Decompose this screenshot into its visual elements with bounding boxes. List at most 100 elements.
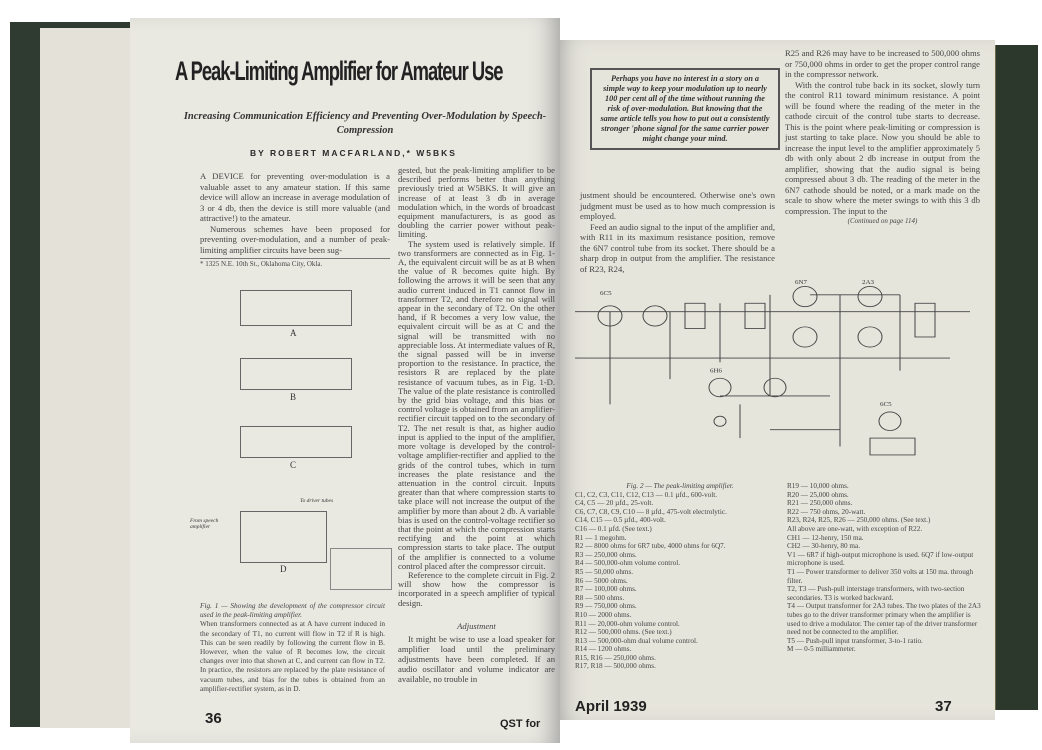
fig2-caption: Fig. 2 — The peak-limiting amplifier. [626,482,734,490]
transformer-t4 [914,302,936,338]
tube-2a3-b [857,326,883,348]
tube-label: 6H6 [710,368,723,374]
fig1-caption-block: Fig. 1 — Showing the development of the … [200,601,385,693]
article-subtitle: Increasing Communication Efficiency and … [183,111,547,136]
part: R20 — 25,000 ohms. [787,490,849,499]
fig-label: D [280,564,287,574]
part: R14 — 1200 ohms. [575,645,632,654]
paragraph: With the control tube back in its socket… [785,79,980,216]
parts-list-left: Fig. 2 — The peak-limiting amplifier. C1… [575,482,785,671]
page-number: 37 [935,698,952,715]
part: R13 — 500,000-ohm dual volume control. [575,636,698,645]
footnote: * 1325 N.E. 10th St., Oklahoma City, Okl… [200,258,390,270]
paragraph: gested, but the peak-limiting amplifier … [398,165,555,240]
tube-label: 2A3 [862,279,874,285]
column-1: justment should be encountered. Otherwis… [580,190,775,274]
schematic-fig2: 6C5 6N7 2A3 6H6 6C5 [575,279,970,456]
column-1: A DEVICE for preventing over-modulation … [200,171,390,270]
part: R10 — 2000 ohms. [575,610,632,619]
paragraph: The system used is relatively simple. If… [398,238,555,571]
part: R4 — 500,000-ohm volume control. [575,559,681,568]
part: R6 — 5000 ohms. [575,576,628,585]
paragraph: It might be wise to use a load speaker f… [398,634,555,684]
byline: BY ROBERT MACFARLAND,* W5BKS [250,148,457,158]
tube-6c5 [642,305,668,327]
paragraph: Numerous schemes have been proposed for … [200,223,390,255]
tube-2a3 [857,286,883,308]
tube-6h6 [708,377,732,398]
tube-label: 6C5 [600,290,612,296]
page-number: 36 [205,710,222,727]
circuit-c [240,426,352,458]
part: R12 — 500,000 ohms. (See text.) [575,628,672,637]
part: C6, C7, C8, C9, C10 — 8 µfd., 475-volt e… [575,507,727,516]
part: R7 — 100,000 ohms. [575,585,637,594]
parts-list-right: R19 — 10,000 ohms. R20 — 25,000 ohms. R2… [787,482,982,654]
part: R21 — 250,000 ohms. [787,499,853,508]
tube-6n7 [792,286,818,308]
part: T2, T3 — Push-pull interstage transforme… [787,585,965,602]
article-title: A Peak-Limiting Amplifier for Amateur Us… [175,56,504,86]
fig1-text: When transformers connected as at A have… [200,619,385,693]
fig1-caption: Fig. 1 — Showing the development of the … [200,601,385,620]
column-2: R25 and R26 may have to be increased to … [785,48,980,227]
part: C4, C5 — 20 µfd., 25-volt. [575,499,654,508]
paragraph: Reference to the complete circuit in Fig… [398,569,555,608]
tube-label: 6N7 [795,279,808,285]
heading-adjustment: Adjustment [457,621,496,631]
part: R5 — 50,000 ohms. [575,567,634,576]
part: R3 — 250,000 ohms. [575,550,637,559]
part: V1 — 6R7 if high-output microphone is us… [787,550,974,568]
continued-note: (Continued on page 114) [847,217,918,225]
transformer-t2 [744,302,766,329]
column-2: gested, but the peak-limiting amplifier … [398,165,555,608]
part: CH1 — 12-henry, 150 ma. [787,533,864,542]
tube-v1 [597,305,623,327]
part: R23, R24, R25, R26 — 250,000 ohms. (See … [787,516,931,525]
part: R17, R18 — 500,000 ohms. [575,662,656,671]
part: M — 0-5 milliammeter. [787,645,856,654]
part: T1 — Power transformer to deliver 350 vo… [787,567,974,585]
paragraph: A DEVICE for preventing over-modulation … [200,171,390,223]
part: C16 — 0.1 µfd. (See text.) [575,524,652,533]
paragraph: justment should be encountered. Otherwis… [580,190,775,221]
fig-label: B [290,392,297,402]
tube-label: 6C5 [880,402,892,408]
paragraph: R25 and R26 may have to be increased to … [785,48,980,79]
issue-date: April 1939 [575,698,647,715]
right-page: Perhaps you have no interest in a story … [555,40,995,720]
part: R22 — 750 ohms, 20-watt. [787,507,866,516]
circuit-d [240,511,327,563]
meter-icon [713,415,727,427]
paragraph: Feed an audio signal to the input of the… [580,221,775,274]
tube-6n7-b [792,326,818,348]
column-2-end: Adjustment It might be wise to use a loa… [398,621,555,684]
circuit-a [240,290,352,326]
fig-input-label: From speech amplifier [190,518,219,530]
part: T5 — Push-pull input transformer, 3-to-1… [787,636,923,645]
circuit-b [240,358,352,390]
left-page: A Peak-Limiting Amplifier for Amateur Us… [130,18,560,743]
circuit-d-rectifier [330,548,392,590]
part: R11 — 20,000-ohm volume control. [575,619,680,628]
part: CH2 — 30-henry, 80 ma. [787,542,860,551]
part: R19 — 10,000 ohms. [787,482,849,490]
fig-label: C [290,460,297,470]
fig-output-label: To driver tubes [300,498,334,504]
part: All above are one-watt, with exception o… [787,524,923,533]
part: R9 — 750,000 ohms. [575,602,637,611]
intro-box: Perhaps you have no interest in a story … [590,68,780,150]
fig-label: A [290,328,297,338]
part: R1 — 1 megohm. [575,533,627,542]
part: R2 — 8000 ohms for 6R7 tube, 4000 ohms f… [575,542,726,551]
part: C14, C15 — 0.5 µfd., 400-volt. [575,516,666,525]
part: R8 — 500 ohms. [575,593,625,602]
wires [575,294,970,447]
tube-6c5-b [763,377,787,398]
power-transformer [869,437,916,456]
transformer-t5 [684,302,706,329]
part: T4 — Output transformer for 2A3 tubes. T… [787,602,981,637]
tube-rectifier [878,411,902,431]
running-foot: QST for [500,718,541,730]
book-cover-right [990,45,1038,710]
